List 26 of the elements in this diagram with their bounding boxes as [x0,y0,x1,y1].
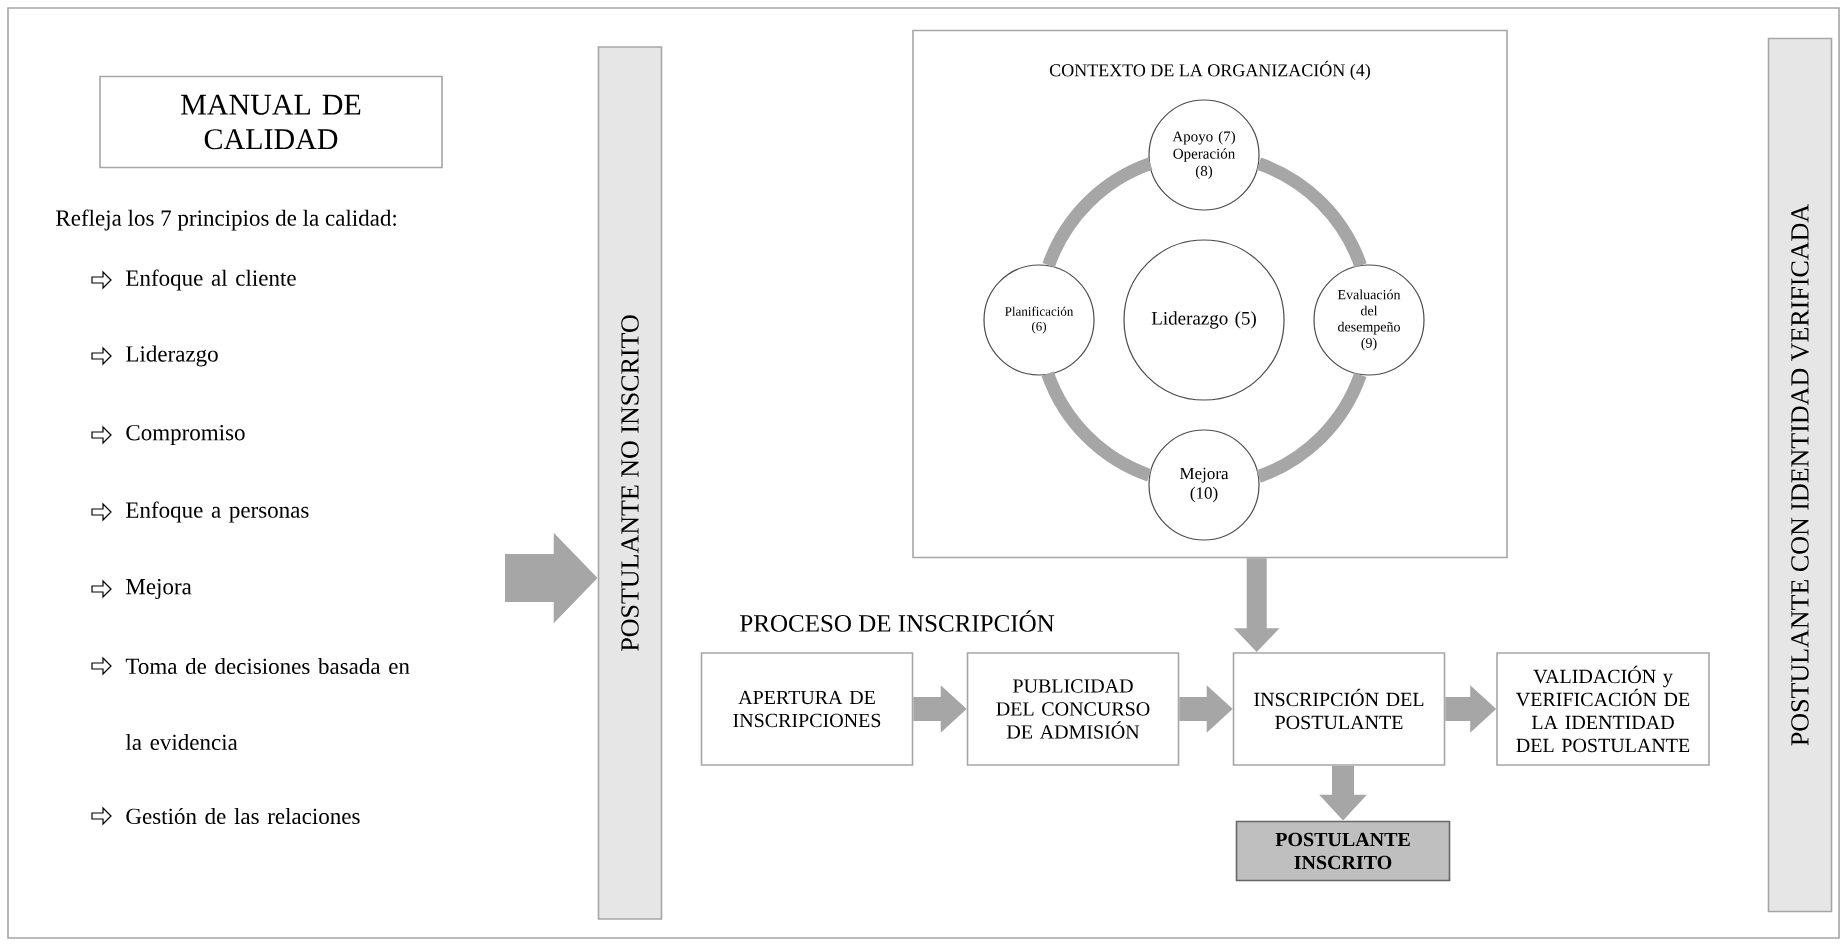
list-item: Compromiso [126,424,245,446]
circle-node: Evaluación del desempeño (9) [1313,264,1425,376]
ring-segment [1256,372,1367,483]
list-item: Liderazgo [126,345,218,367]
list-item: Enfoque al cliente [126,269,296,291]
result-box: POSTULANTE INSCRITO [1235,820,1451,882]
section-heading: PROCESO DE INSCRIPCIÓN [740,610,1055,632]
list-item: Mejora [126,578,192,600]
circle-node: Mejora (10) [1148,429,1260,541]
intro-text: Refleja los 7 principios de la calidad: [56,209,396,231]
ring-segment [1042,157,1153,268]
process-box: PUBLICIDAD DEL CONCURSO DE ADMISIÓN [966,652,1180,766]
process-box: INSCRIPCIÓN DEL POSTULANTE [1232,652,1446,766]
ring-segment [1256,157,1367,268]
circle-node: Planificación (6) [983,264,1095,376]
circle-node: Liderazgo (5) [1123,239,1285,401]
list-item: Gestión de las relaciones [126,807,360,825]
circle-node: Apoyo (7) Operación (8) [1148,99,1260,211]
vertical-band: POSTULANTE NO INSCRITO [597,46,663,920]
title-box: MANUAL DE CALIDAD [99,75,443,169]
vertical-band: POSTULANTE CON IDENTIDAD VERIFICADA [1767,37,1833,913]
process-box: VALIDACIÓN y VERIFICACIÓN DE LA IDENTIDAD DEL POSTULANTE [1496,652,1710,766]
ring-segment [1041,371,1152,482]
process-box: APERTURA DE INSCRIPCIONES [700,652,914,766]
list-item: Enfoque a personas [126,501,309,523]
list-item: Toma de decisiones basada en la evidencia [125,657,410,751]
